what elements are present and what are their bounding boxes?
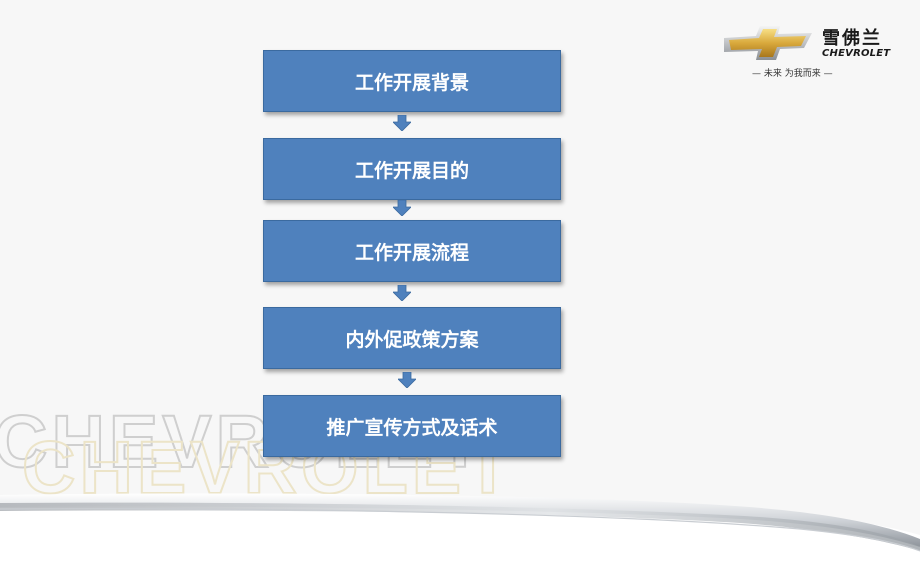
brand-name-english: CHEVROLET	[822, 48, 891, 59]
down-arrow-icon	[398, 372, 416, 388]
flow-step-purpose: 工作开展目的	[263, 138, 561, 200]
flow-step-label: 推广宣传方式及话术	[326, 416, 498, 439]
down-arrow-icon	[393, 200, 411, 216]
chevrolet-bowtie-icon	[724, 26, 812, 60]
flow-step-process: 工作开展流程	[263, 220, 561, 282]
flow-step-label: 工作开展目的	[354, 159, 469, 182]
down-arrow-icon	[393, 285, 411, 301]
flow-step-policy: 内外促政策方案	[263, 307, 561, 369]
flow-step-label: 工作开展流程	[354, 241, 469, 264]
brand-tagline: — 未来 为我而来 —	[752, 69, 833, 79]
down-arrow-icon	[393, 115, 411, 131]
flow-step-promotion: 推广宣传方式及话术	[263, 395, 561, 457]
brand-logo: 雪佛兰 CHEVROLET — 未来 为我而来 —	[722, 22, 912, 84]
brand-name-chinese: 雪佛兰	[822, 28, 882, 49]
flow-step-label: 内外促政策方案	[345, 328, 479, 351]
flow-step-background: 工作开展背景	[263, 50, 561, 112]
silver-swoosh-decoration	[0, 493, 920, 572]
flow-step-label: 工作开展背景	[354, 71, 469, 94]
